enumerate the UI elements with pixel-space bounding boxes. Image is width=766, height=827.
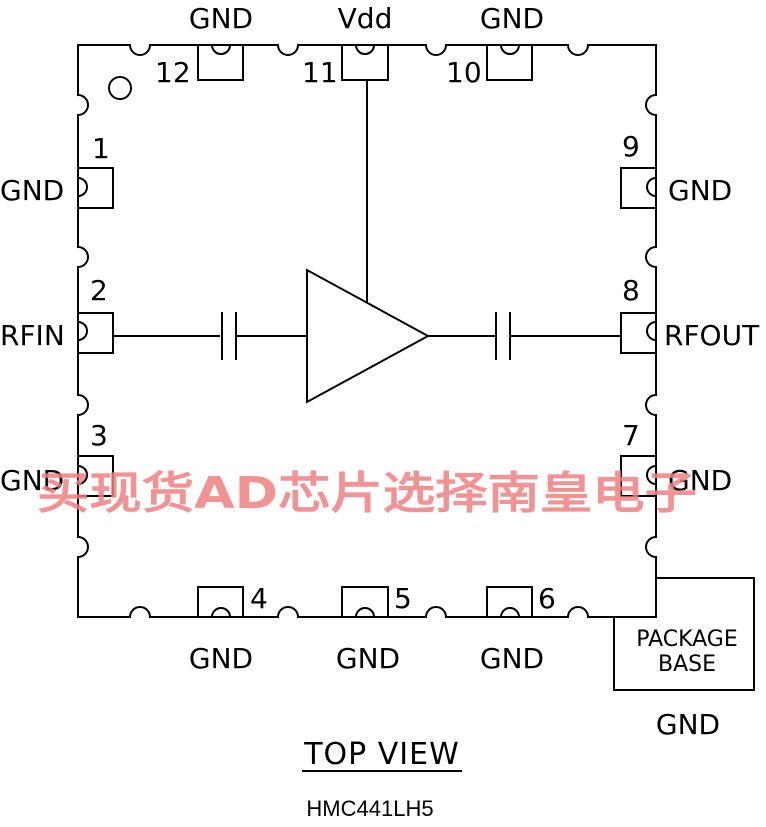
pin-name-11: Vdd: [338, 2, 393, 35]
pad-8: [620, 312, 657, 354]
pin-name-4: GND: [189, 642, 253, 675]
amplifier-triangle: [306, 268, 431, 404]
pad-9: [620, 167, 657, 209]
pad-10: [486, 44, 533, 81]
view-label: TOP VIEW: [303, 737, 460, 772]
pin-number-4: 4: [250, 582, 268, 615]
package-outline: [77, 44, 657, 618]
pin-name-8: RFOUT: [664, 319, 760, 352]
pin-name-3: GND: [0, 464, 64, 497]
pin-name-6: GND: [480, 642, 544, 675]
pin-name-7: GND: [668, 464, 732, 497]
pin-name-12: GND: [189, 2, 253, 35]
pin-number-3: 3: [90, 419, 108, 452]
pad-1: [77, 167, 114, 209]
watermark-text: 买现货AD芯片选择南皇电子: [37, 468, 697, 519]
pin-number-12: 12: [155, 56, 191, 89]
pin-number-1: 1: [92, 132, 110, 165]
pin-number-11: 11: [302, 56, 338, 89]
pin-number-9: 9: [622, 130, 640, 163]
pin-name-1: GND: [0, 174, 64, 207]
pad-4: [197, 586, 244, 618]
pin-number-6: 6: [538, 582, 556, 615]
package-base-gnd: GND: [656, 708, 720, 741]
pin-number-2: 2: [90, 274, 108, 307]
pin-name-10: GND: [480, 2, 544, 35]
package-base-line1: PACKAGE: [636, 627, 738, 652]
pin1-index-mark: [108, 76, 132, 100]
pad-3: [77, 455, 114, 497]
pin-number-7: 7: [622, 419, 640, 452]
pad-6: [486, 586, 533, 618]
pad-7: [620, 455, 657, 497]
pin-number-8: 8: [622, 274, 640, 307]
package-base-box: [613, 577, 755, 691]
pin-name-9: GND: [668, 174, 732, 207]
pad-12: [197, 44, 244, 81]
pin-name-2: RFIN: [0, 319, 65, 352]
package-base-line2: BASE: [658, 652, 716, 677]
pad-2: [77, 312, 114, 354]
pin-number-10: 10: [446, 56, 482, 89]
pin-name-5: GND: [336, 642, 400, 675]
pad-11: [341, 44, 389, 81]
part-number: HMC441LH5: [306, 796, 433, 821]
pin-number-5: 5: [394, 582, 412, 615]
pad-5: [341, 586, 389, 618]
